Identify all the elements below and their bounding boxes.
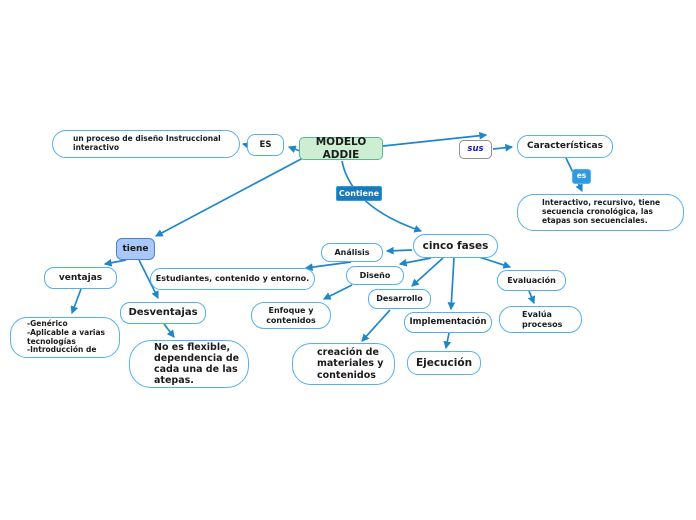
connector-tiene-label[interactable]: tiene: [116, 238, 155, 260]
node-analisis[interactable]: Análisis: [321, 243, 383, 262]
edge-modelo-to-es: [287, 145, 301, 153]
node-desventajas[interactable]: Desventajas: [120, 302, 206, 324]
edge-evaluacion-to-detalle: [527, 290, 536, 305]
node-desarrollo[interactable]: Desarrollo: [368, 289, 431, 309]
edge-cinco-fases-to-desarrollo: [411, 257, 444, 287]
connector-es-label[interactable]: ES: [247, 134, 284, 156]
node-cinco-fases[interactable]: cinco fases: [413, 234, 498, 258]
edge-implementacion-to-ejecucion: [443, 332, 452, 350]
node-evaluacion-detalle[interactable]: Evalúa procesos: [499, 306, 582, 333]
edge-cinco-fases-to-implementacion: [447, 257, 456, 311]
edge-analisis-to-detalle: [304, 261, 352, 271]
edge-diseno-to-detalle: [322, 284, 353, 300]
node-evaluacion[interactable]: Evaluación: [497, 270, 566, 291]
node-modelo-addie-title[interactable]: MODELO ADDIE: [299, 136, 383, 161]
edge-cinco-fases-to-analisis: [385, 246, 413, 255]
node-implementacion-detalle[interactable]: Ejecución: [407, 351, 481, 375]
edge-sus-to-caracteristicas: [492, 143, 514, 152]
edge-modelo-to-sus: [382, 131, 488, 147]
edge-modelo-to-tiene: [154, 157, 304, 237]
edge-ventajas-to-detalle: [70, 288, 82, 315]
node-desarrollo-detalle[interactable]: creación de materiales y contenidos: [292, 343, 395, 385]
node-caracteristicas[interactable]: Características: [517, 135, 613, 158]
node-ventajas[interactable]: ventajas: [44, 267, 117, 289]
node-diseno[interactable]: Diseño: [346, 266, 404, 285]
edge-es-to-definicion: [241, 141, 251, 150]
edge-tiene-to-desventajas: [138, 259, 159, 300]
connector-es-small-label[interactable]: es: [572, 169, 591, 184]
connector-contiene-label[interactable]: Contiene: [336, 186, 382, 201]
node-caracteristicas-detalle[interactable]: Interactivo, recursivo, tiene secuencia …: [517, 194, 684, 231]
node-ventajas-detalle[interactable]: -Genérico -Aplicable a varias tecnología…: [10, 317, 120, 358]
edge-desarrollo-to-detalle: [361, 309, 391, 342]
node-definicion[interactable]: un proceso de diseño Instruccional inter…: [52, 130, 240, 158]
edge-cinco-fases-to-diseno: [398, 257, 432, 267]
node-implementacion[interactable]: Implementación: [404, 312, 492, 333]
edge-tiene-to-ventajas: [103, 258, 127, 267]
node-diseno-detalle[interactable]: Enfoque y contenidos: [251, 302, 331, 329]
node-desventajas-detalle[interactable]: No es flexible, dependencia de cada una …: [129, 340, 249, 388]
edge-modelo-to-cinco-fases: [341, 160, 423, 233]
edge-desventajas-to-detalle: [163, 323, 175, 338]
connector-sus-label[interactable]: sus: [459, 140, 492, 159]
edge-cinco-fases-to-evaluacion: [478, 256, 512, 269]
node-analisis-detalle[interactable]: Estudiantes, contenido y entorno.: [150, 268, 315, 290]
